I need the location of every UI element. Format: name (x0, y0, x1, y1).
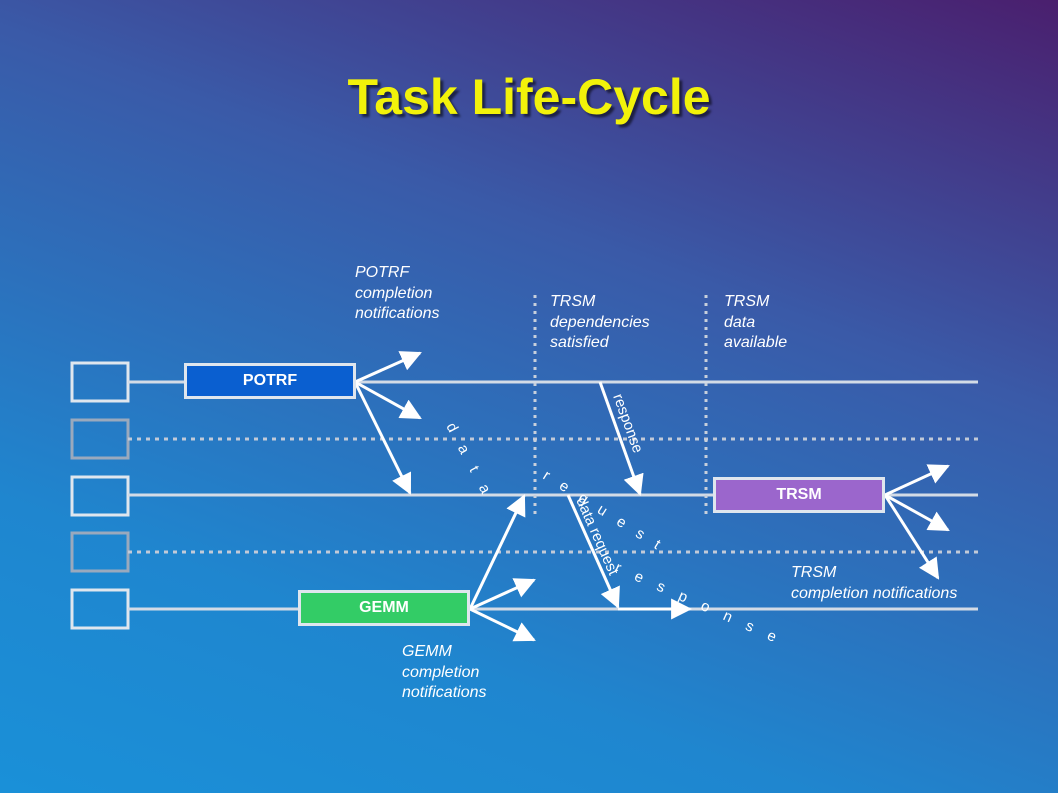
node-box-2 (70, 418, 130, 460)
task-potrf: POTRF (184, 363, 356, 399)
potrf-notification-arrows (353, 351, 422, 495)
response-lower-text: r e s p o n s e (612, 559, 784, 648)
gemm-notifications-label: GEMM completion notifications (402, 643, 487, 701)
task-trsm: TRSM (713, 477, 885, 513)
page-title: Task Life-Cycle (347, 69, 711, 125)
node-box-1 (70, 361, 130, 403)
response-arrow-upper (598, 381, 644, 496)
node-box-5 (70, 588, 130, 630)
trsm-data-available-label: TRSM data available (724, 293, 788, 351)
task-gemm: GEMM (298, 590, 470, 626)
node-box-4 (70, 531, 130, 573)
potrf-notifications-label: POTRF completion notifications (355, 264, 440, 322)
data-request-arrow (566, 494, 620, 609)
trsm-notifications-label: TRSM completion notifications (791, 564, 958, 602)
node-box-3 (70, 475, 130, 517)
gemm-notification-arrows (468, 494, 536, 642)
trsm-notification-arrows (883, 464, 950, 580)
data-message-text: d a t a (442, 420, 496, 502)
trsm-dependencies-label: TRSM dependencies satisfied (550, 293, 650, 351)
